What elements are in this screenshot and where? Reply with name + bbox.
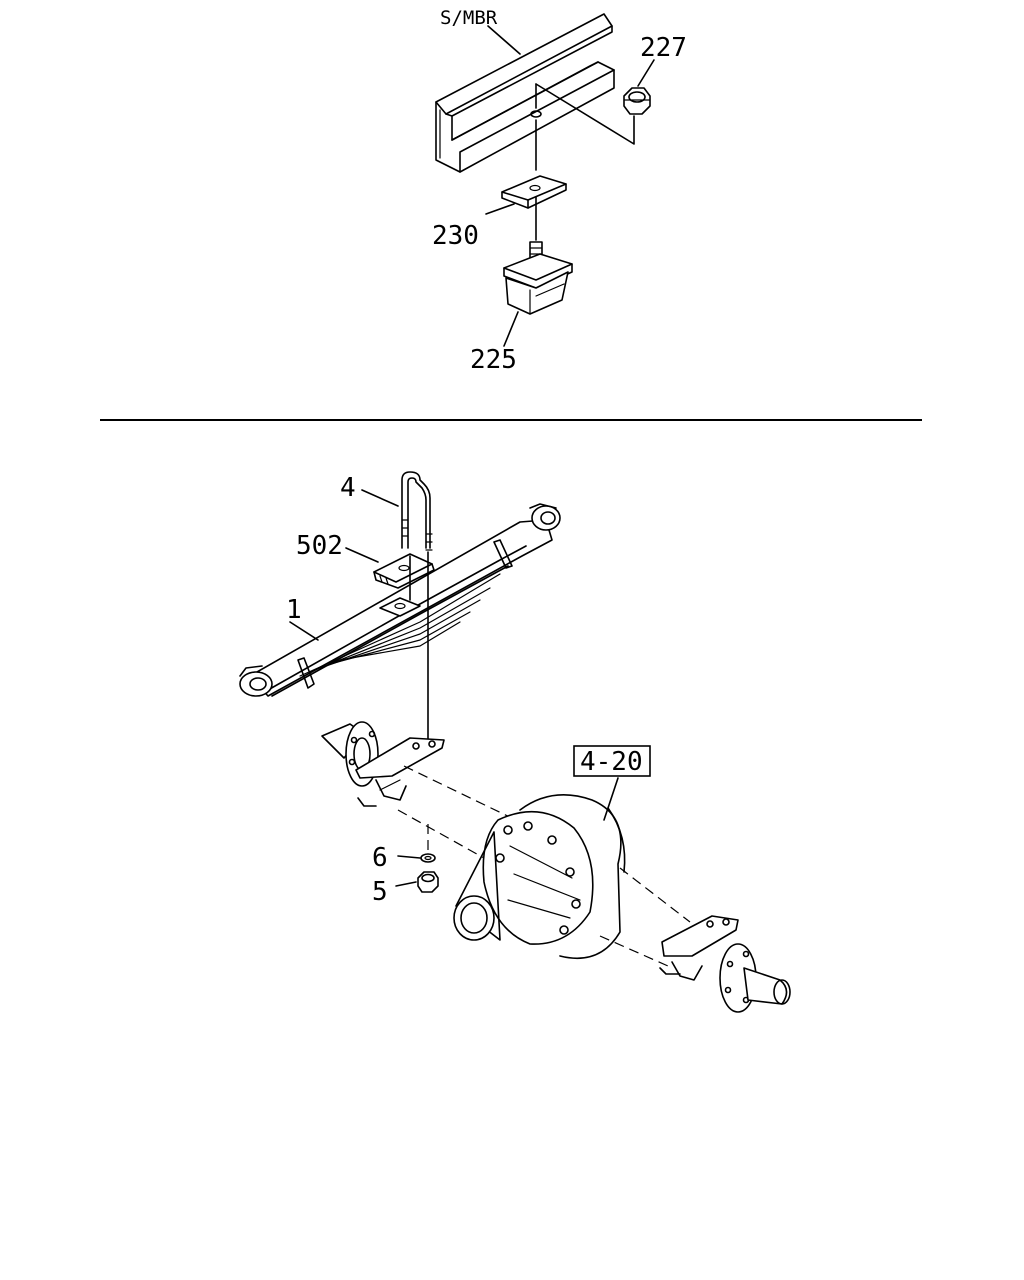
label-502: 502 xyxy=(296,531,343,561)
leader-line xyxy=(345,547,379,563)
leader-line xyxy=(503,311,519,347)
leader-line xyxy=(637,59,655,87)
plate-230 xyxy=(501,175,567,209)
leaf-spring-1 xyxy=(239,503,561,697)
leader-line xyxy=(535,83,635,145)
leader-line xyxy=(361,489,399,507)
label-227: 227 xyxy=(640,33,687,63)
label-5: 5 xyxy=(372,877,388,907)
nut-227 xyxy=(623,87,651,115)
leader-line xyxy=(603,777,619,821)
label-230: 230 xyxy=(432,221,479,251)
label-1: 1 xyxy=(286,595,302,625)
leader-line xyxy=(485,203,515,215)
leader-line xyxy=(487,25,521,55)
rear-axle-housing xyxy=(321,721,791,1013)
nut-5 xyxy=(417,871,439,893)
washer-6 xyxy=(420,853,436,863)
u-bolt-4 xyxy=(401,471,433,551)
label-4: 4 xyxy=(340,473,356,503)
leader-line xyxy=(397,855,421,859)
label-4-20: 4-20 xyxy=(580,747,643,777)
bumper-225 xyxy=(503,241,573,315)
ref-box xyxy=(573,745,651,777)
seat-502 xyxy=(373,553,435,589)
label-225: 225 xyxy=(470,345,517,375)
label-6: 6 xyxy=(372,843,388,873)
leader-line xyxy=(289,621,319,641)
label-frame-member: S/MBR xyxy=(440,7,498,29)
frame-member xyxy=(435,13,615,173)
leader-line xyxy=(395,881,417,887)
